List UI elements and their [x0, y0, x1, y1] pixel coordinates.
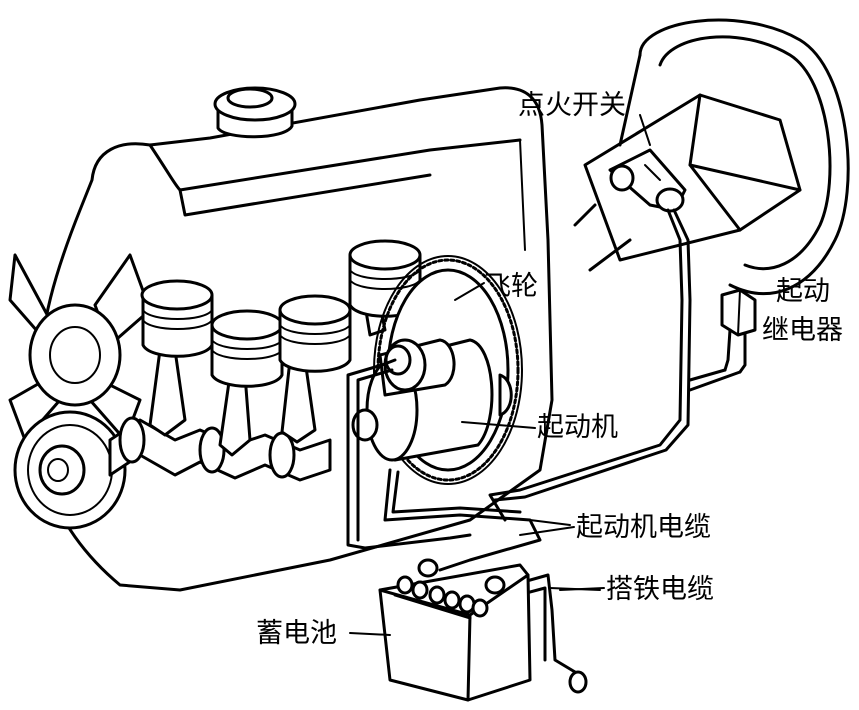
- ignition-switch: [608, 148, 687, 213]
- starter-motor-label: 起动机: [537, 412, 618, 443]
- piston-3: [278, 294, 352, 373]
- cooling-fan: [8, 253, 152, 442]
- battery: [378, 558, 532, 702]
- steering-wheel: [573, 18, 850, 295]
- flywheel-label: 飞轮: [484, 271, 538, 302]
- starter-relay-label-line1: 起动: [776, 276, 830, 307]
- starter-relay-label-line2: 继电器: [762, 315, 843, 346]
- oil-filler-cap: [213, 86, 297, 139]
- crankshaft-pulley: [13, 410, 127, 530]
- starter-cable-label: 起动机电缆: [576, 512, 711, 543]
- ground-cable-label: 搭铁电缆: [606, 574, 714, 605]
- starter-relay: [720, 288, 757, 374]
- starter-cable: [346, 358, 571, 572]
- ignition-switch-label: 点火开关: [518, 90, 626, 121]
- battery-label: 蓄电池: [256, 618, 337, 649]
- leader-lines: [349, 114, 651, 636]
- piston-1: [140, 279, 214, 358]
- piston-2: [210, 309, 284, 388]
- battery-caps: [396, 575, 489, 618]
- control-wiring: [488, 208, 742, 522]
- pistons: [140, 239, 422, 388]
- ground-cable: [493, 573, 601, 694]
